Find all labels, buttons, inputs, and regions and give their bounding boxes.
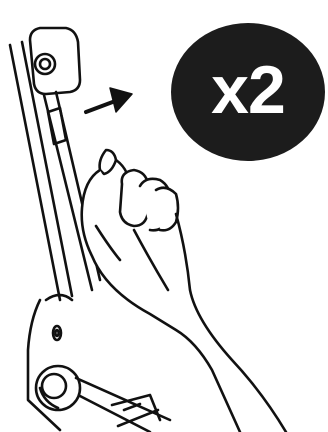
hand-icon	[82, 150, 286, 432]
direction-arrow-icon	[86, 88, 132, 112]
quantity-badge: x2	[171, 23, 325, 161]
quantity-label: x2	[211, 56, 285, 124]
